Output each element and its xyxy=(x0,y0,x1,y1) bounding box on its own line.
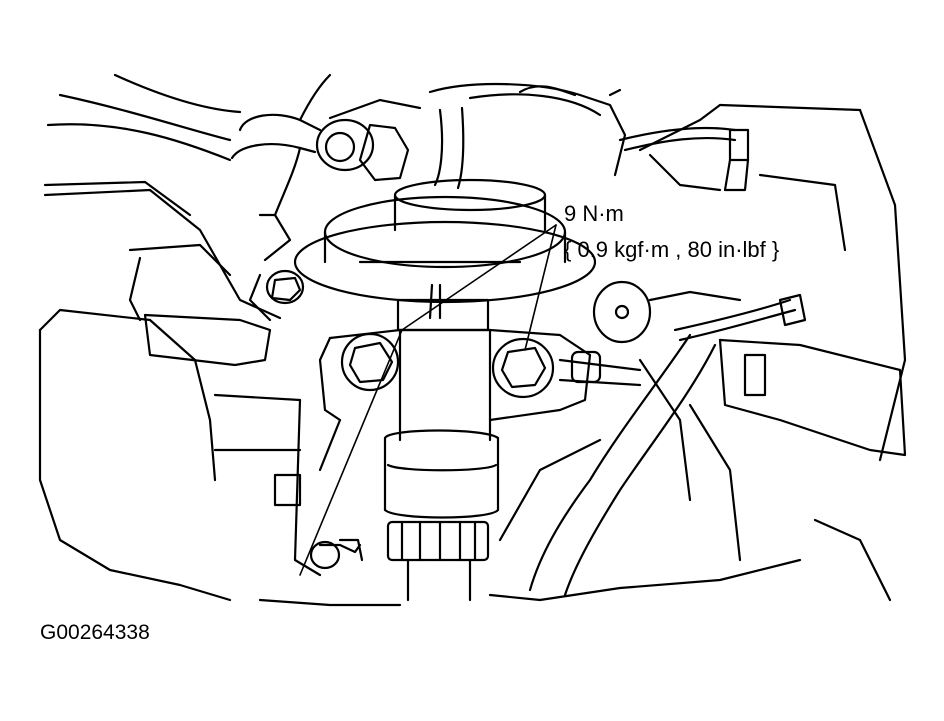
figure-id-label: G00264338 xyxy=(40,621,150,644)
torque-conversion-label: { 0.9 kgf·m , 80 in·lbf } xyxy=(564,237,780,262)
electrical-connector xyxy=(675,295,905,455)
mounting-bolt-right xyxy=(493,339,553,397)
valve-body xyxy=(385,330,498,600)
background-engine-linework xyxy=(40,75,905,605)
side-bolt xyxy=(250,271,303,320)
mounting-bracket xyxy=(295,330,590,575)
connector-rod xyxy=(560,352,640,385)
left-block xyxy=(40,310,300,505)
right-pulley xyxy=(594,282,740,342)
regulator-disc xyxy=(295,180,595,302)
upper-right-sensor xyxy=(620,128,748,190)
mounting-bolt-left xyxy=(342,334,398,390)
right-hose xyxy=(530,335,715,595)
upper-housing xyxy=(430,84,625,188)
callout-leader-lines xyxy=(300,225,556,575)
lower-bolt xyxy=(311,540,362,568)
upper-hose xyxy=(232,75,420,260)
torque-value-label: 9 N·m xyxy=(564,201,624,226)
